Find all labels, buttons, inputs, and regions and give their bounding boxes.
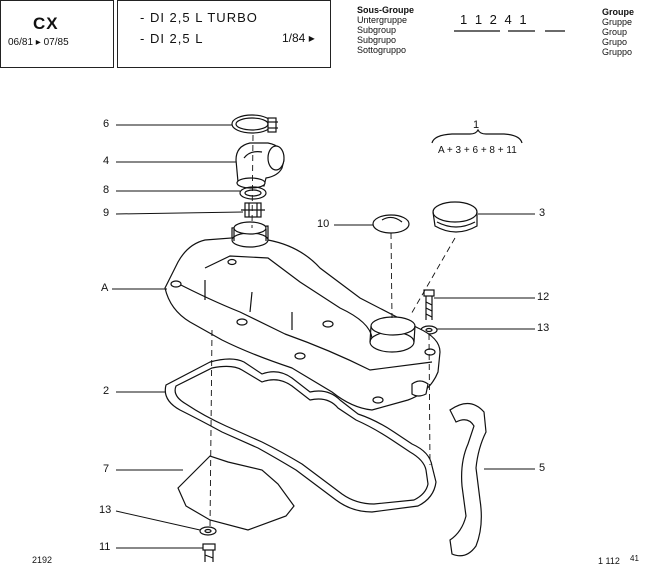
callout-leaders (112, 124, 535, 549)
connector-fitting (241, 202, 265, 218)
plate-screw (202, 543, 216, 562)
hose-clamp (231, 114, 278, 134)
callout-9: 9 (103, 207, 110, 219)
group-label: Groupe (602, 7, 635, 17)
elbow-hose (235, 142, 285, 189)
kit-number: 1 (473, 119, 480, 131)
callout-11: 11 (99, 541, 111, 553)
kit-contents: A + 3 + 6 + 8 + 11 (438, 145, 517, 156)
callout-4: 4 (103, 155, 110, 167)
engine-line-2-date: 1/84 ▸ (282, 31, 315, 45)
group-label: Gruppo (602, 47, 633, 57)
cover-gasket-inner (174, 365, 429, 505)
subgroup-label: Subgrupo (357, 35, 397, 45)
footer-left-code: 2192 (32, 555, 53, 565)
cover-gasket (164, 358, 437, 513)
assembly-centre-lines (209, 134, 456, 529)
footer-right-code: 1 112 (598, 556, 620, 566)
engine-line-2: - DI 2,5 L (140, 31, 204, 46)
oil-filler-cap (432, 201, 478, 233)
callout-8: 8 (103, 184, 110, 196)
subgroup-labels: Sous-Groupe Untergruppe Subgroup Subgrup… (357, 5, 414, 55)
header-engine-box (117, 0, 331, 68)
group-label: Gruppe (602, 17, 633, 27)
callout-2: 2 (103, 385, 110, 397)
model-name: CX (33, 14, 59, 33)
blanking-plug (372, 214, 410, 234)
subgroup-label: Untergruppe (357, 15, 408, 25)
breather-hose (449, 402, 487, 557)
date-range: 06/81 ▸ 07/85 (8, 37, 69, 48)
callout-3: 3 (539, 207, 546, 219)
callout-6: 6 (103, 118, 110, 130)
deflector-plate (177, 455, 295, 531)
seal-ring (239, 186, 267, 200)
subgroup-label: Subgroup (357, 25, 397, 35)
rocker-cover (164, 221, 441, 411)
group-code: 1 1 2 4 1 (460, 12, 529, 27)
group-label: Grupo (602, 37, 628, 47)
sealing-washer-lower (199, 526, 217, 536)
kit-brace (431, 128, 523, 144)
callout-12: 12 (537, 291, 550, 303)
cover-screw (423, 289, 435, 320)
group-label: Group (602, 27, 628, 37)
callout-7: 7 (103, 463, 110, 475)
header-model-box (0, 0, 114, 68)
callout-A: A (101, 282, 109, 294)
callout-13-upper: 13 (537, 322, 550, 334)
callout-10: 10 (317, 218, 330, 230)
subgroup-label: Sous-Groupe (357, 5, 415, 15)
engine-line-1: - DI 2,5 L TURBO (140, 10, 258, 25)
callout-13-lower: 13 (99, 504, 112, 516)
callout-5: 5 (539, 462, 546, 474)
group-labels: Groupe Gruppe Group Grupo Gruppo (602, 7, 634, 57)
subgroup-label: Sottogruppo (357, 45, 407, 55)
footer-right-index: 41 (630, 554, 639, 563)
